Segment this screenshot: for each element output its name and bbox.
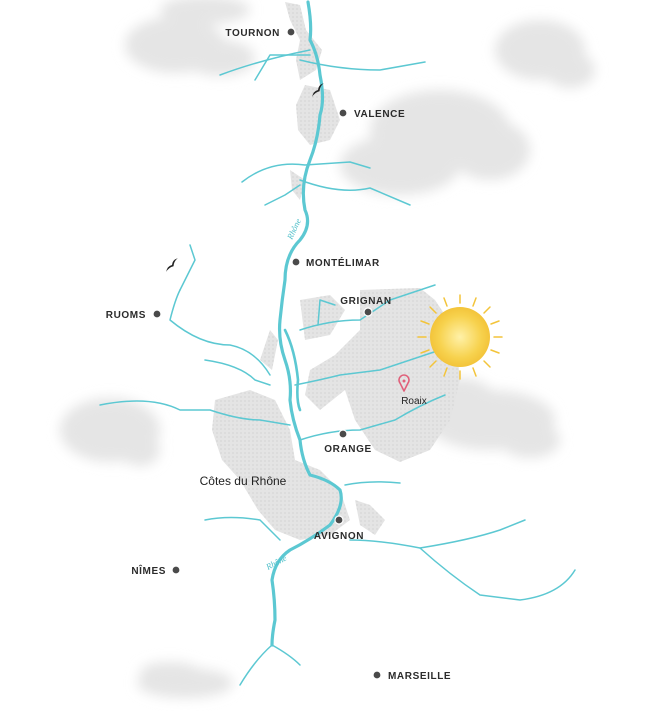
cloud-icon (60, 398, 160, 466)
bird-icon (312, 83, 324, 97)
city-dot-icon (152, 309, 162, 319)
cloud-icon (340, 90, 530, 195)
city-dot-icon (286, 27, 296, 37)
city-label: MARSEILLE (388, 671, 451, 682)
city-dot-icon (171, 565, 181, 575)
city-dot-icon (334, 515, 344, 525)
roaix-marker[interactable]: Roaix (398, 374, 427, 407)
city-valence[interactable]: VALENCE (338, 108, 405, 120)
city-label: VALENCE (354, 109, 405, 120)
bird-icon (166, 258, 178, 272)
city-montelimar[interactable]: MONTÉLIMAR (291, 256, 380, 269)
city-dot-icon (363, 307, 373, 317)
cloud-icon (125, 0, 255, 76)
city-orange[interactable]: ORANGE (324, 429, 372, 455)
vineyard-areas (212, 2, 460, 540)
city-nimes[interactable]: NÎMES (131, 564, 181, 577)
city-label: NÎMES (131, 564, 166, 577)
city-label: TOURNON (225, 28, 280, 39)
city-grignan[interactable]: GRIGNAN (340, 296, 391, 317)
city-marseille[interactable]: MARSEILLE (372, 670, 451, 682)
sun-icon (417, 294, 503, 380)
city-avignon[interactable]: AVIGNON (314, 515, 364, 542)
rhone-branch (283, 328, 302, 412)
city-label: RUOMS (106, 310, 146, 321)
village-label: Roaix (401, 396, 427, 407)
rhone-river (270, 0, 343, 647)
cloud-icon (495, 20, 595, 88)
region-label: Côtes du Rhône (200, 474, 287, 488)
city-label: MONTÉLIMAR (306, 256, 380, 269)
city-dot-icon (291, 257, 301, 267)
cloud-icon (137, 662, 233, 698)
city-markers: TOURNON VALENCE MONTÉLIMAR GRIGNAN RUOMS… (106, 27, 451, 682)
city-label: GRIGNAN (340, 296, 391, 307)
city-tournon[interactable]: TOURNON (225, 27, 296, 39)
city-ruoms[interactable]: RUOMS (106, 309, 162, 321)
city-label: ORANGE (324, 444, 372, 455)
clouds (60, 0, 595, 698)
map-pin-icon (398, 374, 410, 392)
city-label: AVIGNON (314, 531, 364, 542)
city-dot-icon (372, 670, 382, 680)
rivers (99, 49, 576, 686)
city-dot-icon (338, 108, 348, 118)
city-dot-icon (338, 429, 348, 439)
